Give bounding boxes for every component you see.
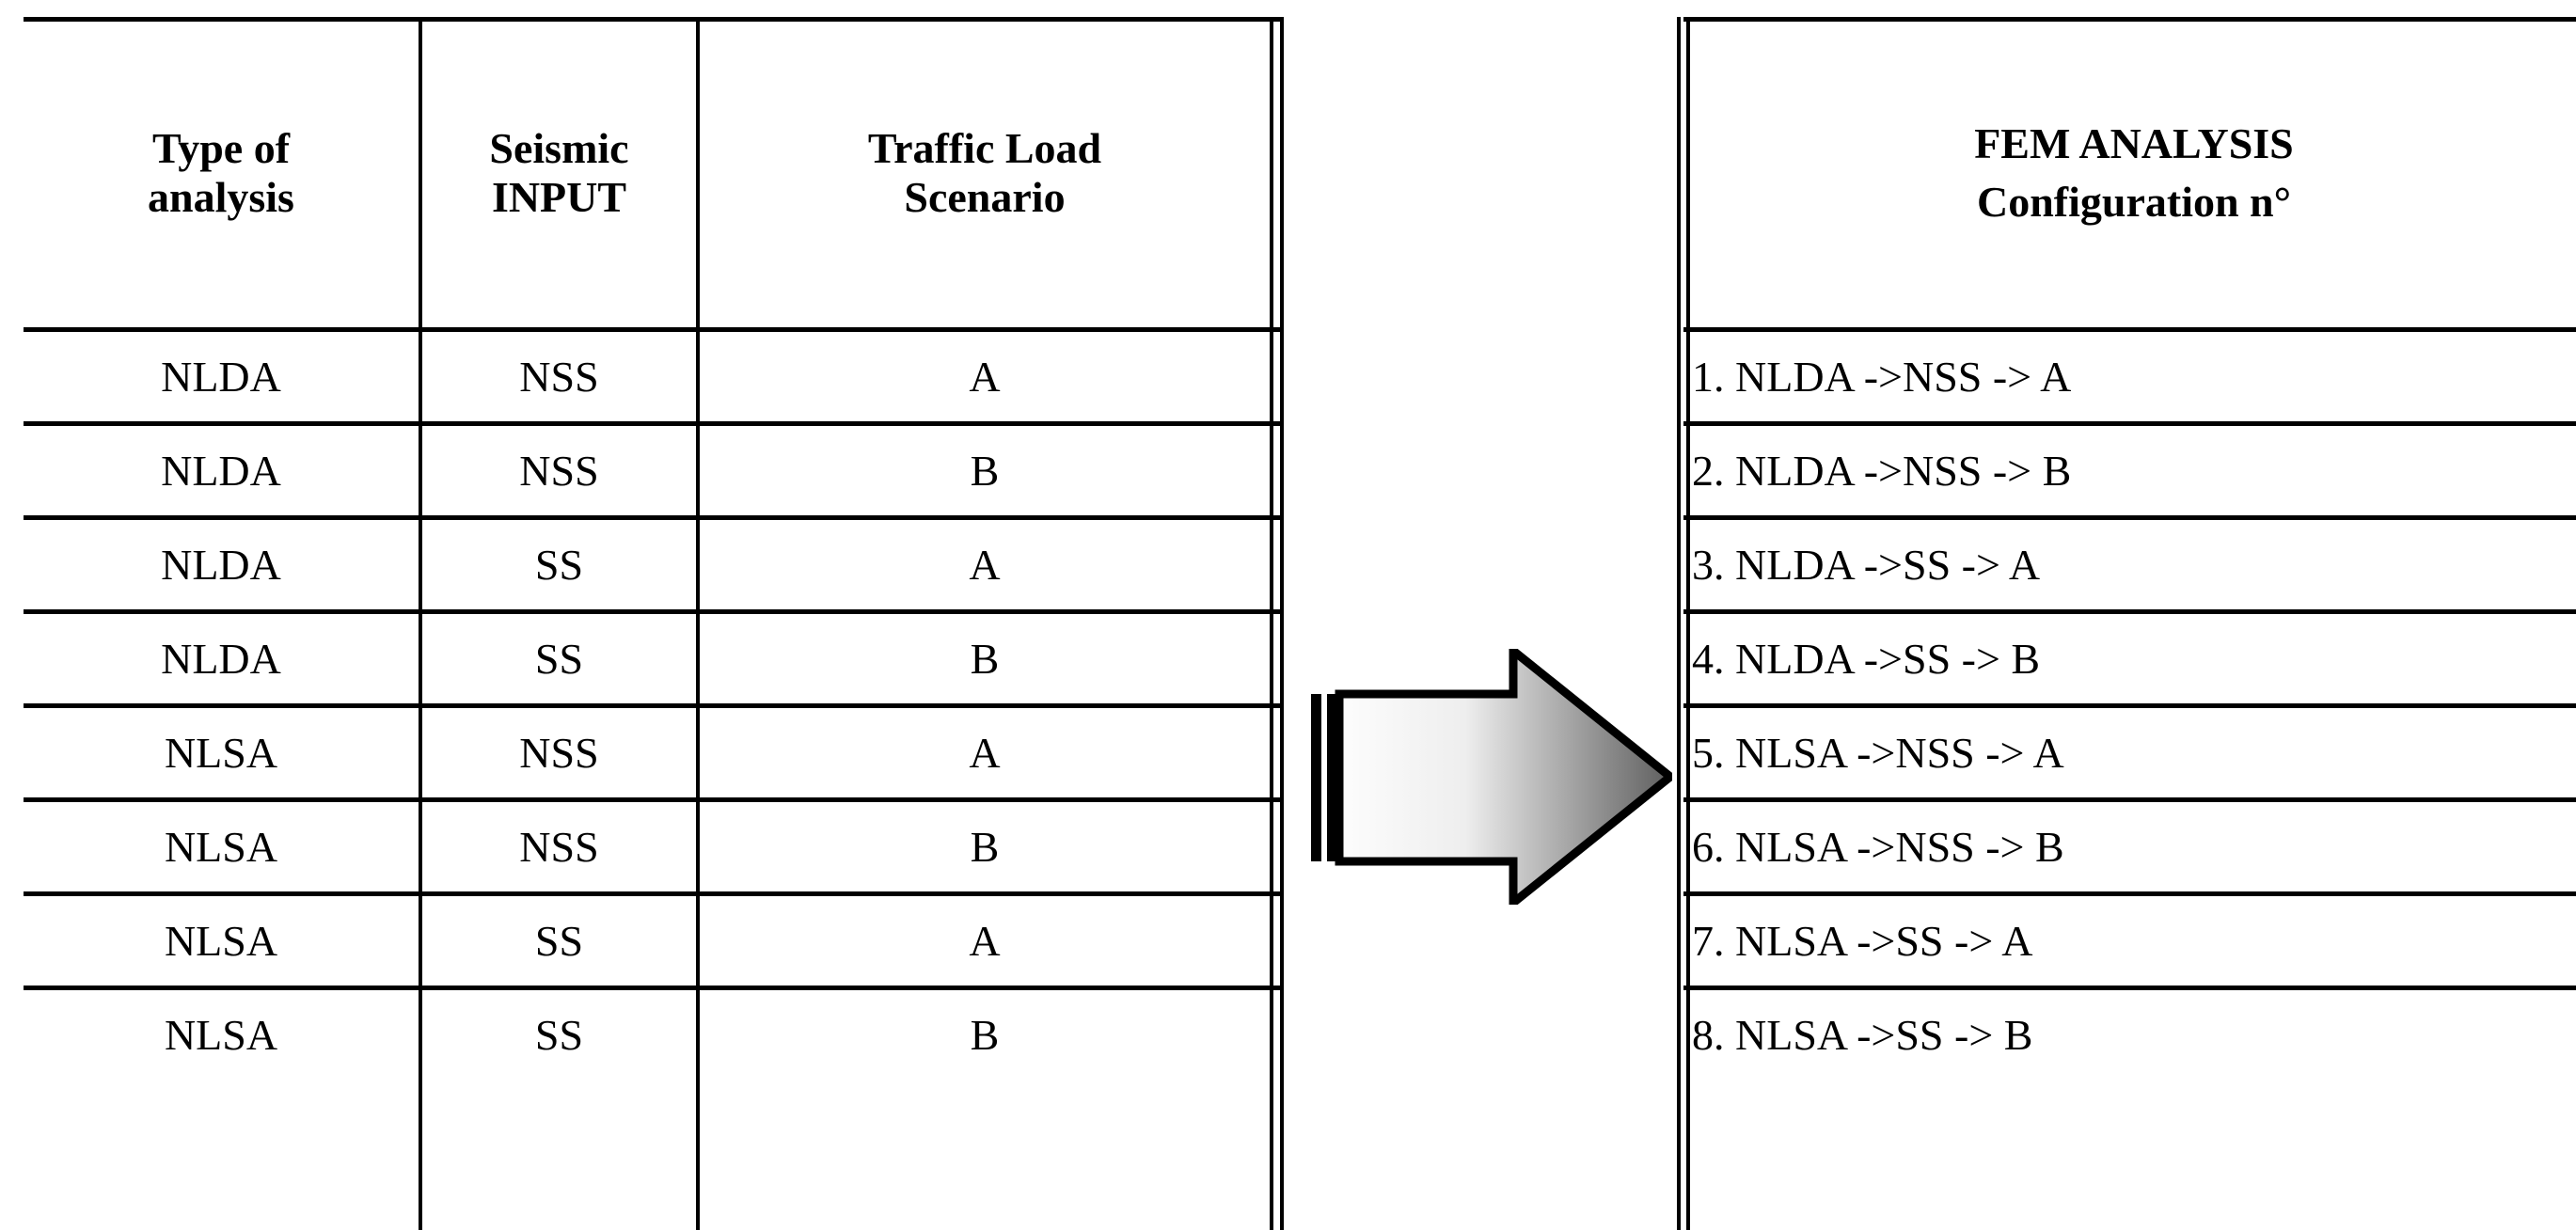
table-cell-seismic-input: SS xyxy=(534,916,584,965)
table-cell-seismic-input: SS xyxy=(534,634,584,683)
column-separator-1 xyxy=(419,17,422,1230)
right-table-rule-4 xyxy=(1683,703,2576,708)
header-seismic-input-line1: Seismic xyxy=(489,124,629,173)
table-cell-traffic-load-scenario: A xyxy=(969,352,1001,401)
right-table-rule-6 xyxy=(1683,891,2576,896)
header-traffic-load-scenario-line1: Traffic Load xyxy=(867,124,1102,173)
configuration-list-item: 4. NLDA ->SS -> B xyxy=(1692,635,2041,683)
table-cell-type-of-analysis: NLSA xyxy=(164,822,278,871)
table-cell-traffic-load-scenario: A xyxy=(969,540,1001,589)
right-arrow-icon xyxy=(1309,641,1678,912)
header-type-of-analysis: Type of analysis xyxy=(24,19,419,327)
configuration-list-item: 7. NLSA ->SS -> A xyxy=(1692,917,2033,965)
table-cell-traffic-load-scenario: B xyxy=(970,822,1000,871)
table-rule-6 xyxy=(24,891,1284,896)
configuration-list-item: 3. NLDA ->SS -> A xyxy=(1692,541,2041,589)
table-right-double-border xyxy=(1270,17,1284,1230)
table-cell-seismic-input: NSS xyxy=(519,352,599,401)
right-table-left-double-border xyxy=(1677,17,1690,1230)
table-rule-7 xyxy=(24,986,1284,990)
right-table-rule-3 xyxy=(1683,609,2576,614)
header-traffic-load-scenario-line2: Scenario xyxy=(904,173,1066,221)
table-rule-1 xyxy=(24,421,1284,426)
fem-analysis-configuration-table: FEM ANALYSIS Configuration n° 1. NLDA ->… xyxy=(1677,17,2576,1230)
table-cell-traffic-load-scenario: B xyxy=(970,634,1000,683)
right-table-rule-top xyxy=(1683,17,2576,22)
configuration-list-item: 1. NLDA ->NSS -> A xyxy=(1692,353,2072,401)
right-table-rule-header-bottom xyxy=(1683,327,2576,332)
header-type-of-analysis-line1: Type of xyxy=(151,124,291,173)
right-table-rule-5 xyxy=(1683,797,2576,802)
table-cell-seismic-input: SS xyxy=(534,540,584,589)
table-cell-type-of-analysis: NLSA xyxy=(164,1010,278,1059)
table-cell-seismic-input: NSS xyxy=(519,822,599,871)
table-rule-5 xyxy=(24,797,1284,802)
table-cell-type-of-analysis: NLSA xyxy=(164,916,278,965)
table-cell-seismic-input: SS xyxy=(534,1010,584,1059)
right-table-header: FEM ANALYSIS Configuration n° xyxy=(1692,19,2576,327)
table-rule-2 xyxy=(24,515,1284,520)
header-seismic-input-line2: INPUT xyxy=(491,173,627,221)
column-separator-2 xyxy=(696,17,700,1230)
header-type-of-analysis-line2: analysis xyxy=(148,173,294,221)
table-cell-seismic-input: NSS xyxy=(519,728,599,777)
right-table-header-line2: Configuration n° xyxy=(1976,178,2292,226)
configuration-list-item: 6. NLSA ->NSS -> B xyxy=(1692,823,2064,871)
configuration-list-item: 5. NLSA ->NSS -> A xyxy=(1692,729,2064,777)
table-cell-traffic-load-scenario: B xyxy=(970,1010,1000,1059)
right-table-header-line1: FEM ANALYSIS xyxy=(1974,118,2294,167)
table-rule-top xyxy=(24,17,1284,22)
table-cell-traffic-load-scenario: B xyxy=(970,446,1000,495)
table-cell-type-of-analysis: NLDA xyxy=(161,352,281,401)
table-rule-4 xyxy=(24,703,1284,708)
analysis-matrix-table: Type of analysis Seismic INPUT Traffic L… xyxy=(24,17,1293,1230)
configuration-list-item: 8. NLSA ->SS -> B xyxy=(1692,1011,2033,1059)
right-table-rule-7 xyxy=(1683,986,2576,990)
table-cell-type-of-analysis: NLSA xyxy=(164,728,278,777)
table-cell-traffic-load-scenario: A xyxy=(969,916,1001,965)
right-table-rule-1 xyxy=(1683,421,2576,426)
header-seismic-input: Seismic INPUT xyxy=(422,19,696,327)
table-cell-type-of-analysis: NLDA xyxy=(161,446,281,495)
table-cell-type-of-analysis: NLDA xyxy=(161,634,281,683)
table-cell-seismic-input: NSS xyxy=(519,446,599,495)
configuration-list-item: 2. NLDA ->NSS -> B xyxy=(1692,447,2072,495)
table-rule-header-bottom xyxy=(24,327,1284,332)
right-table-rule-2 xyxy=(1683,515,2576,520)
header-traffic-load-scenario: Traffic Load Scenario xyxy=(700,19,1270,327)
table-cell-type-of-analysis: NLDA xyxy=(161,540,281,589)
table-rule-3 xyxy=(24,609,1284,614)
table-cell-traffic-load-scenario: A xyxy=(969,728,1001,777)
